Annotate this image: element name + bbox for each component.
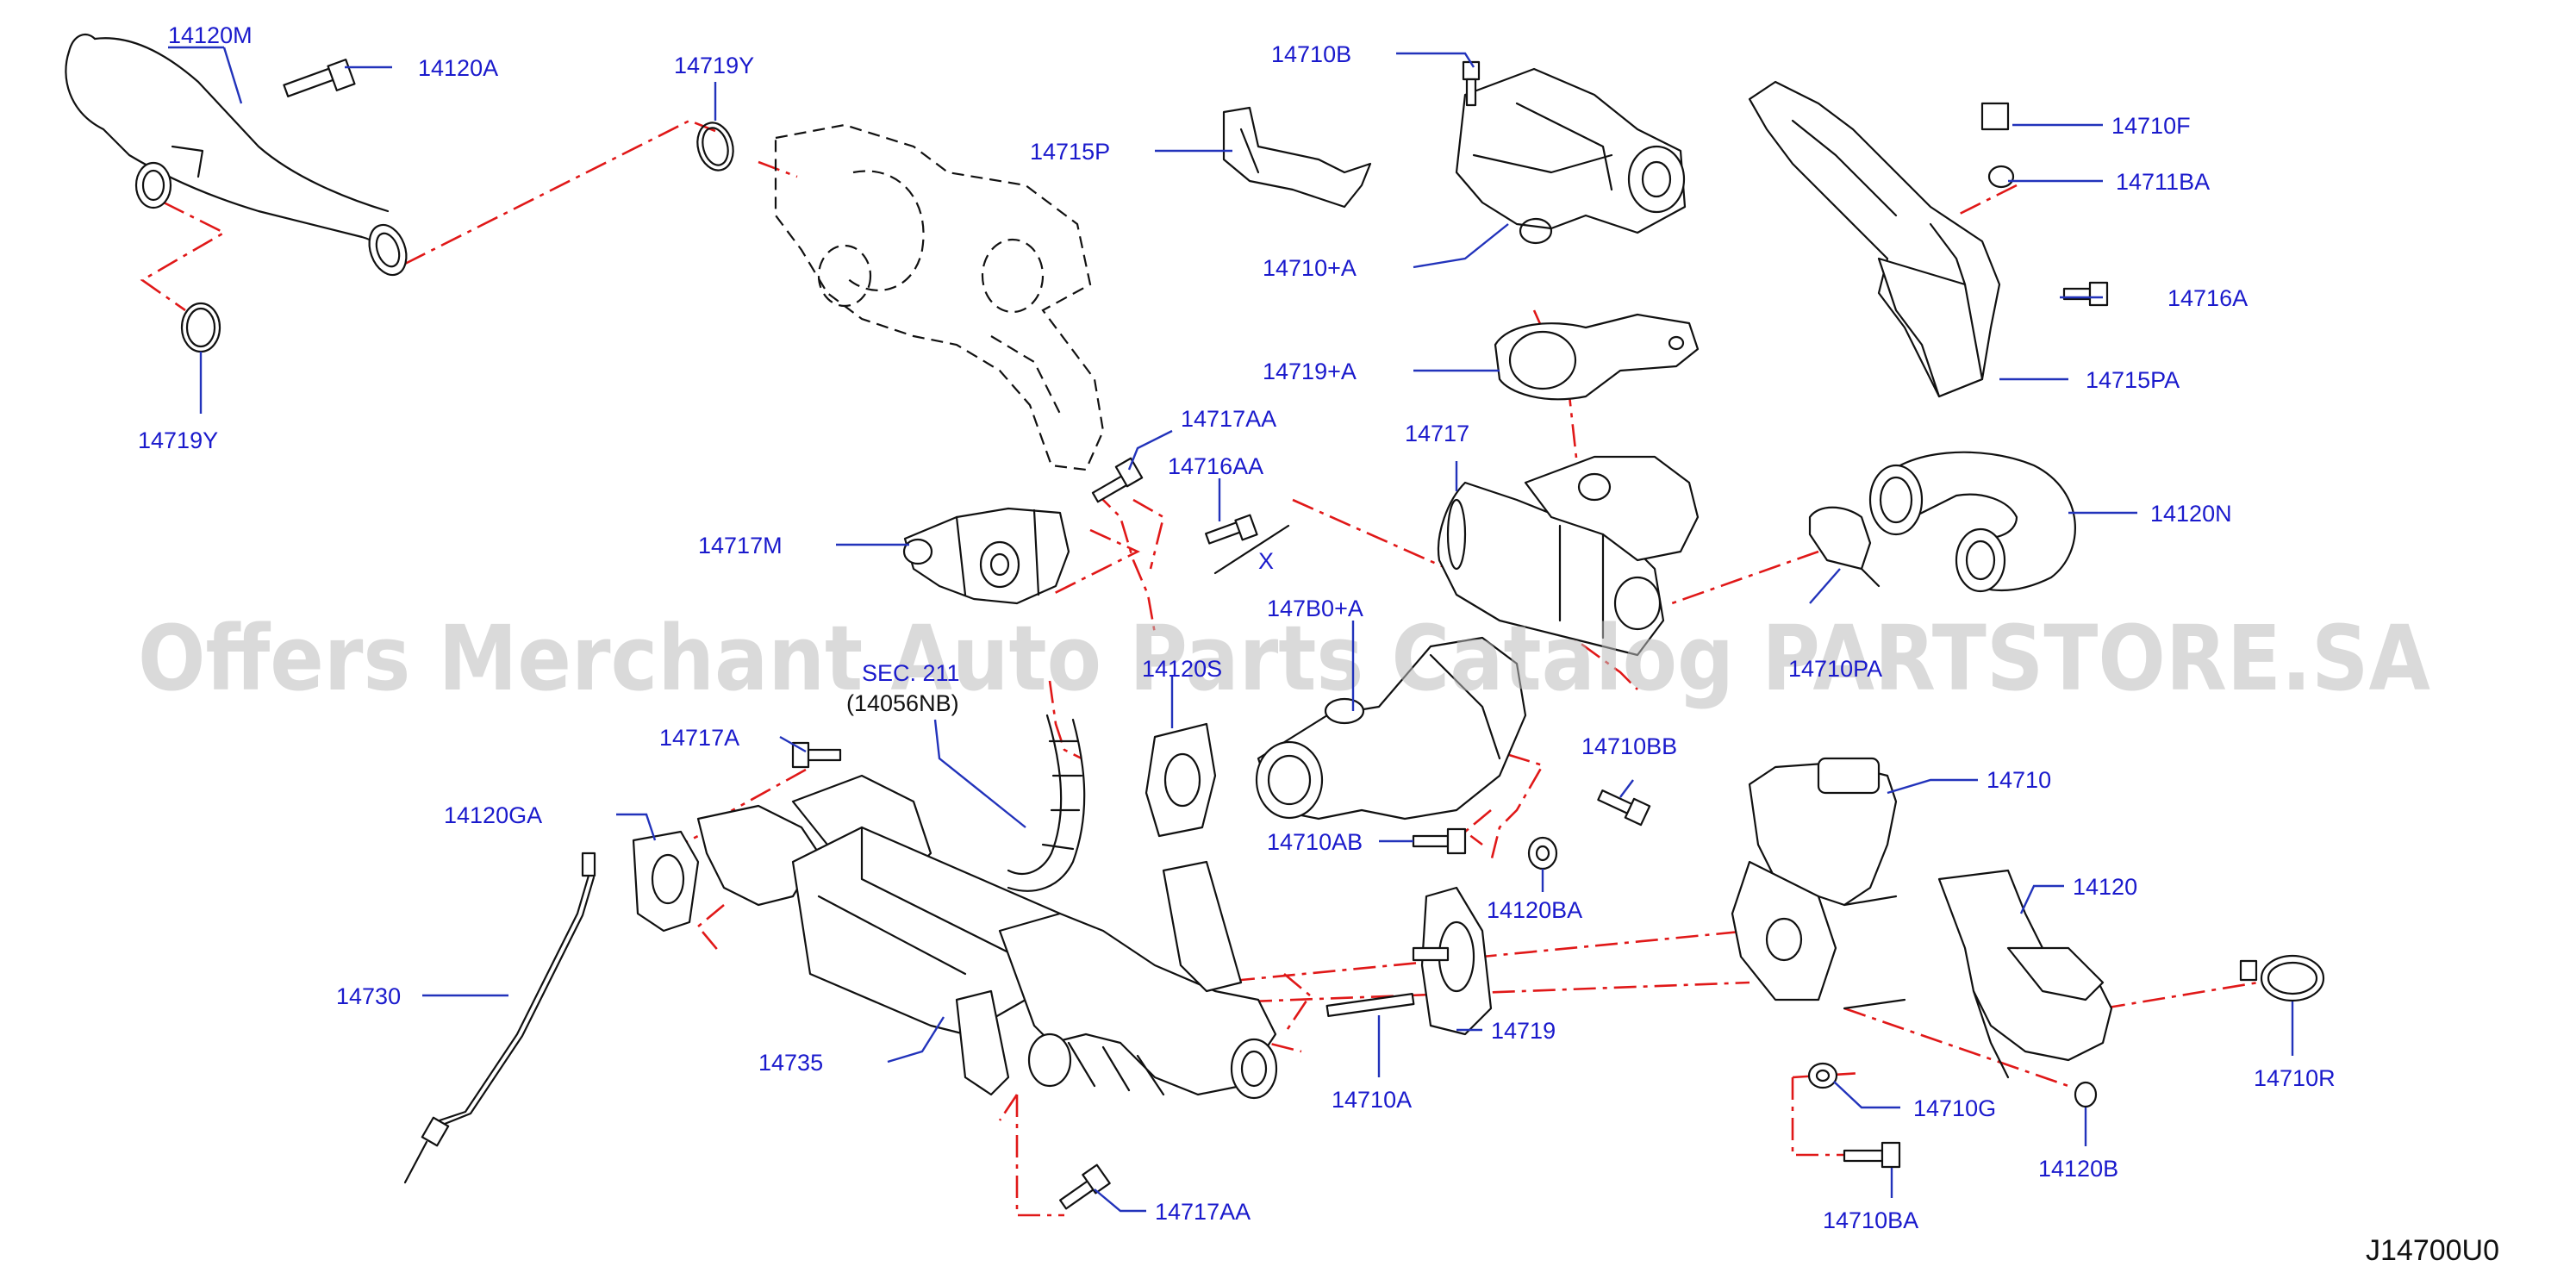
leader-lines [168,46,2294,1213]
label-14056nb: (14056NB) [846,690,959,716]
label-14710r: 14710R [2254,1065,2336,1091]
bolt-14716aa [1205,514,1290,575]
label-147b0-a: 147B0+A [1267,596,1363,621]
hose-14120n [1868,451,2076,593]
label-14120m: 14120M [168,22,253,48]
label-14715pa: 14715PA [2086,367,2180,393]
label-14719-a: 14719+A [1263,359,1357,384]
pump-14710-a [1455,67,1687,245]
label-14120: 14120 [2073,874,2137,900]
label-14710f: 14710F [2111,113,2191,139]
label-14120b: 14120B [2038,1156,2118,1182]
label-14710-a: 14710+A [1263,255,1357,281]
label-14715p: 14715P [1030,139,1110,165]
label-14120a: 14120A [418,55,498,81]
label-14120ga: 14120GA [444,802,542,828]
egr-tube-14717 [1438,455,1700,657]
bolt-14710b [1462,60,1481,107]
cooler-14735 [696,774,1278,1100]
bolt-14710ba [1843,1141,1901,1169]
label-14710g: 14710G [1913,1095,1996,1121]
clamp-14710pa [1808,506,1881,588]
label-14710ab: 14710AB [1267,829,1363,855]
label-14719: 14719 [1491,1018,1556,1044]
label-x-mark: X [1258,548,1274,574]
bolt-14716a [2062,281,2109,307]
hose-14056nb [1007,714,1086,892]
label-14711ba: 14711BA [2116,169,2210,195]
part-labels: 14120M 14120A 14719Y 14719Y 14710B 14715… [138,22,2336,1233]
label-14717aa-bottom: 14717AA [1155,1199,1251,1225]
oring-14719y-left-inner [185,307,216,348]
diagram-code: J14700U0 [2366,1234,2499,1267]
bolt-14717a [791,741,842,769]
nut-14120b [2074,1081,2098,1108]
valve-14717m [902,507,1070,605]
label-14717aa-top: 14717AA [1181,406,1276,432]
label-14710ba: 14710BA [1823,1207,1918,1233]
bolt-14120a [283,59,356,97]
bolt-14710bb [1597,789,1651,827]
bolt-14717aa-top [1091,457,1144,503]
label-14730: 14730 [336,983,401,1009]
gasket-14120s [1145,722,1217,838]
label-14120s: 14120S [1142,656,1222,682]
label-14717m: 14717M [698,533,783,558]
bolt-14717aa-bottom [1059,1164,1111,1210]
clamp-14710r [2239,954,2325,1002]
label-14710pa: 14710PA [1788,656,1882,682]
label-sec-211: SEC. 211 [862,660,960,686]
bracket-14715pa [1748,80,2015,398]
label-14120ba: 14120BA [1487,897,1582,923]
label-14710a: 14710A [1332,1087,1412,1113]
nut-14120ba [1527,836,1558,870]
label-14716a: 14716A [2167,285,2248,311]
watermark-text: Offers Merchant Auto Parts Catalog PARTS… [138,606,2430,711]
label-14719y-left: 14719Y [138,427,218,453]
label-14735: 14735 [758,1050,823,1076]
label-14710: 14710 [1987,767,2051,793]
bolt-14710ab [1412,827,1467,855]
label-14710b: 14710B [1271,41,1351,67]
label-14716aa: 14716AA [1168,453,1263,479]
sensor-14730 [403,852,596,1184]
actuator-14710 [1731,757,1906,1010]
engine-phantom-outline [774,123,1105,471]
label-14717a: 14717A [659,725,739,751]
bracket-14715p [1222,106,1372,209]
label-14710bb: 14710BB [1581,733,1677,759]
gasket-14120ga [632,830,700,933]
nut-14710g [1807,1062,1838,1089]
throttle-147b0-a [1255,636,1527,820]
oring-14719y-top [696,122,734,172]
oring-14719y-top-inner [702,127,729,166]
label-14120n: 14120N [2150,501,2232,527]
pipe-14120 [1937,869,2113,1079]
gasket-14719-a [1494,313,1700,401]
label-14717: 14717 [1405,421,1469,446]
label-14719y-top: 14719Y [674,53,754,78]
stud-14710a [1325,946,1450,1018]
connection-lines [140,119,2259,1217]
pipe-14120m [65,33,408,277]
